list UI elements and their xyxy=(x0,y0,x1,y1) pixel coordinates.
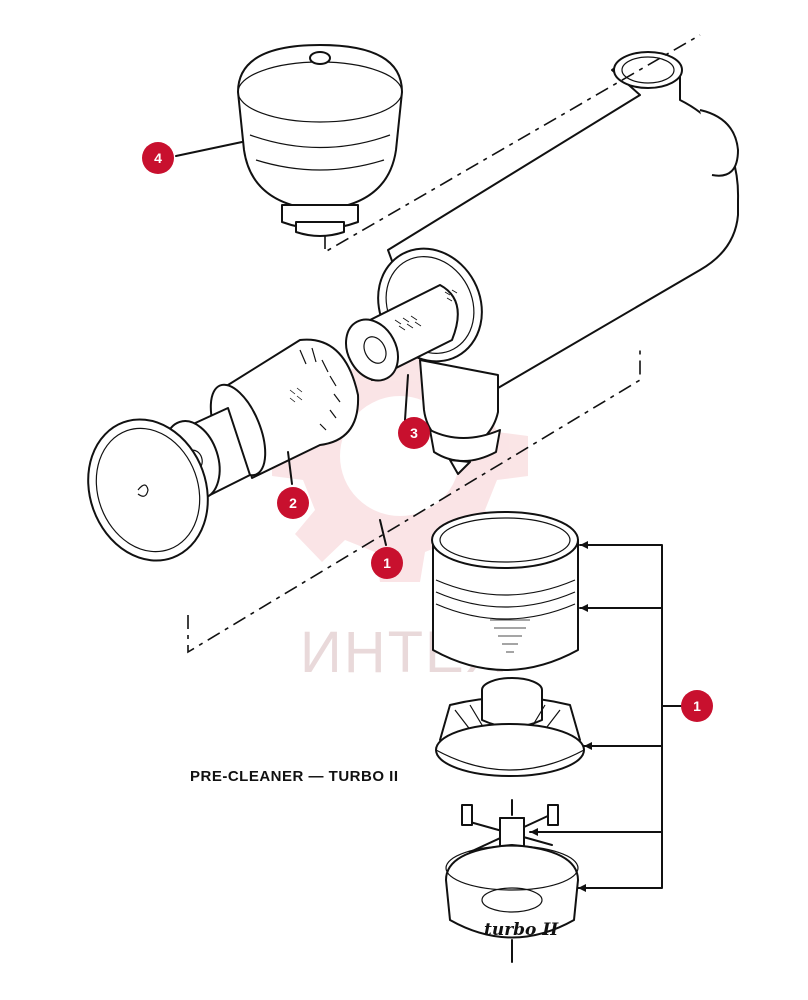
end-cap-cover xyxy=(87,418,209,562)
callout-3: 3 xyxy=(398,417,430,449)
turbo-vane-ring xyxy=(435,677,585,777)
svg-text:1: 1 xyxy=(693,698,701,714)
svg-text:4: 4 xyxy=(154,150,162,166)
turbo-logo: turbo II xyxy=(484,920,559,940)
diagram-caption: PRE-CLEANER — TURBO II xyxy=(190,768,399,785)
assembly-dash-lines xyxy=(187,34,701,654)
svg-text:1: 1 xyxy=(383,555,391,571)
air-cleaner-housing xyxy=(377,51,740,475)
svg-text:3: 3 xyxy=(410,425,418,441)
turbo-filter-canister xyxy=(431,511,579,671)
svg-text:2: 2 xyxy=(289,495,297,511)
inner-filter-element xyxy=(345,284,459,382)
leader-lines xyxy=(175,141,683,892)
callout-1b: 1 xyxy=(681,690,713,722)
callout-2: 2 xyxy=(277,487,309,519)
callout-4: 4 xyxy=(142,142,174,174)
turbo-base xyxy=(445,844,579,963)
precleaner-bowl xyxy=(237,44,403,237)
callout-1a: 1 xyxy=(371,547,403,579)
